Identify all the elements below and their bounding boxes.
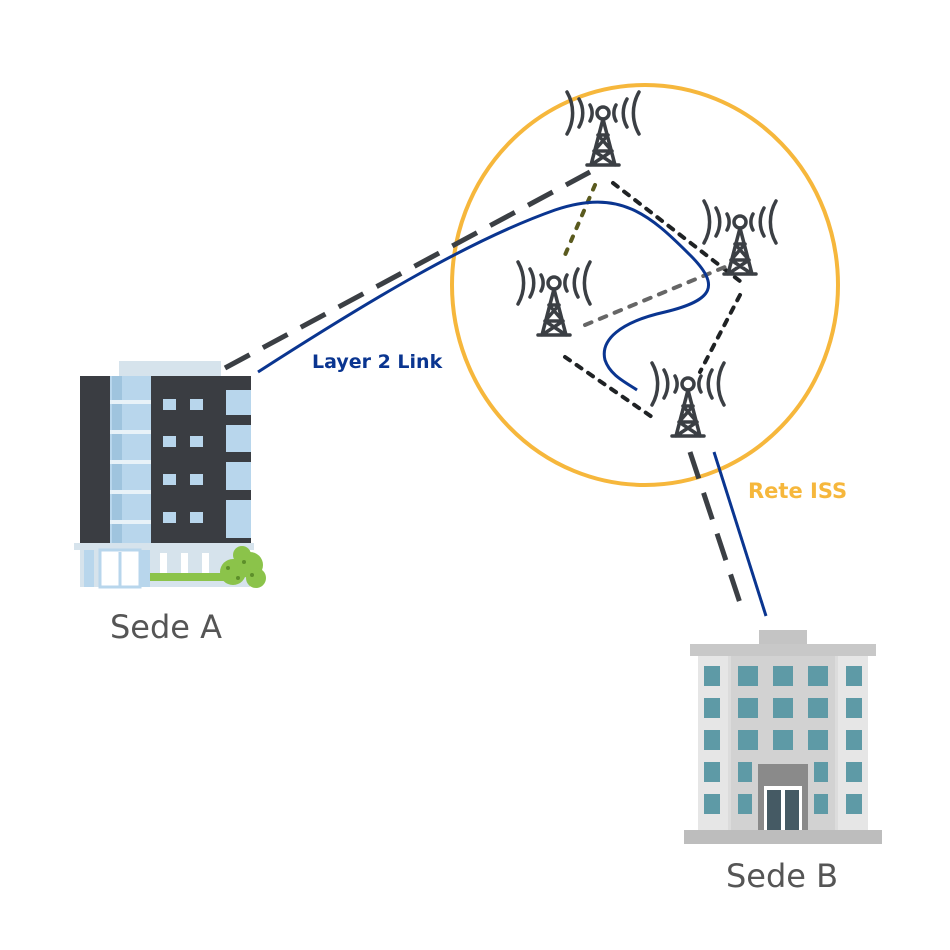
mesh-links bbox=[560, 181, 747, 419]
mesh-link bbox=[563, 355, 654, 419]
site-a-label: Sede A bbox=[110, 608, 222, 646]
mesh-link bbox=[698, 293, 742, 374]
office-building-icon bbox=[684, 630, 882, 844]
layer2-link-label: Layer 2 Link bbox=[312, 351, 443, 373]
layer2-link-path bbox=[257, 200, 710, 392]
mesh-link bbox=[611, 181, 747, 287]
site-b-label: Sede B bbox=[726, 857, 838, 895]
radio-tower-icon bbox=[565, 90, 641, 167]
dashed-link-sede-a bbox=[223, 169, 592, 371]
radio-tower-icon bbox=[516, 260, 592, 337]
layer2-link-to-sede-b bbox=[712, 451, 768, 617]
dashed-link-sede-b bbox=[687, 451, 747, 616]
radio-tower-icon bbox=[650, 361, 726, 438]
office-building-icon bbox=[74, 361, 266, 589]
mesh-link bbox=[560, 183, 597, 264]
iss-network-label: Rete ISS bbox=[748, 479, 847, 503]
mesh-link bbox=[583, 265, 727, 327]
iss-network-boundary bbox=[450, 83, 840, 487]
